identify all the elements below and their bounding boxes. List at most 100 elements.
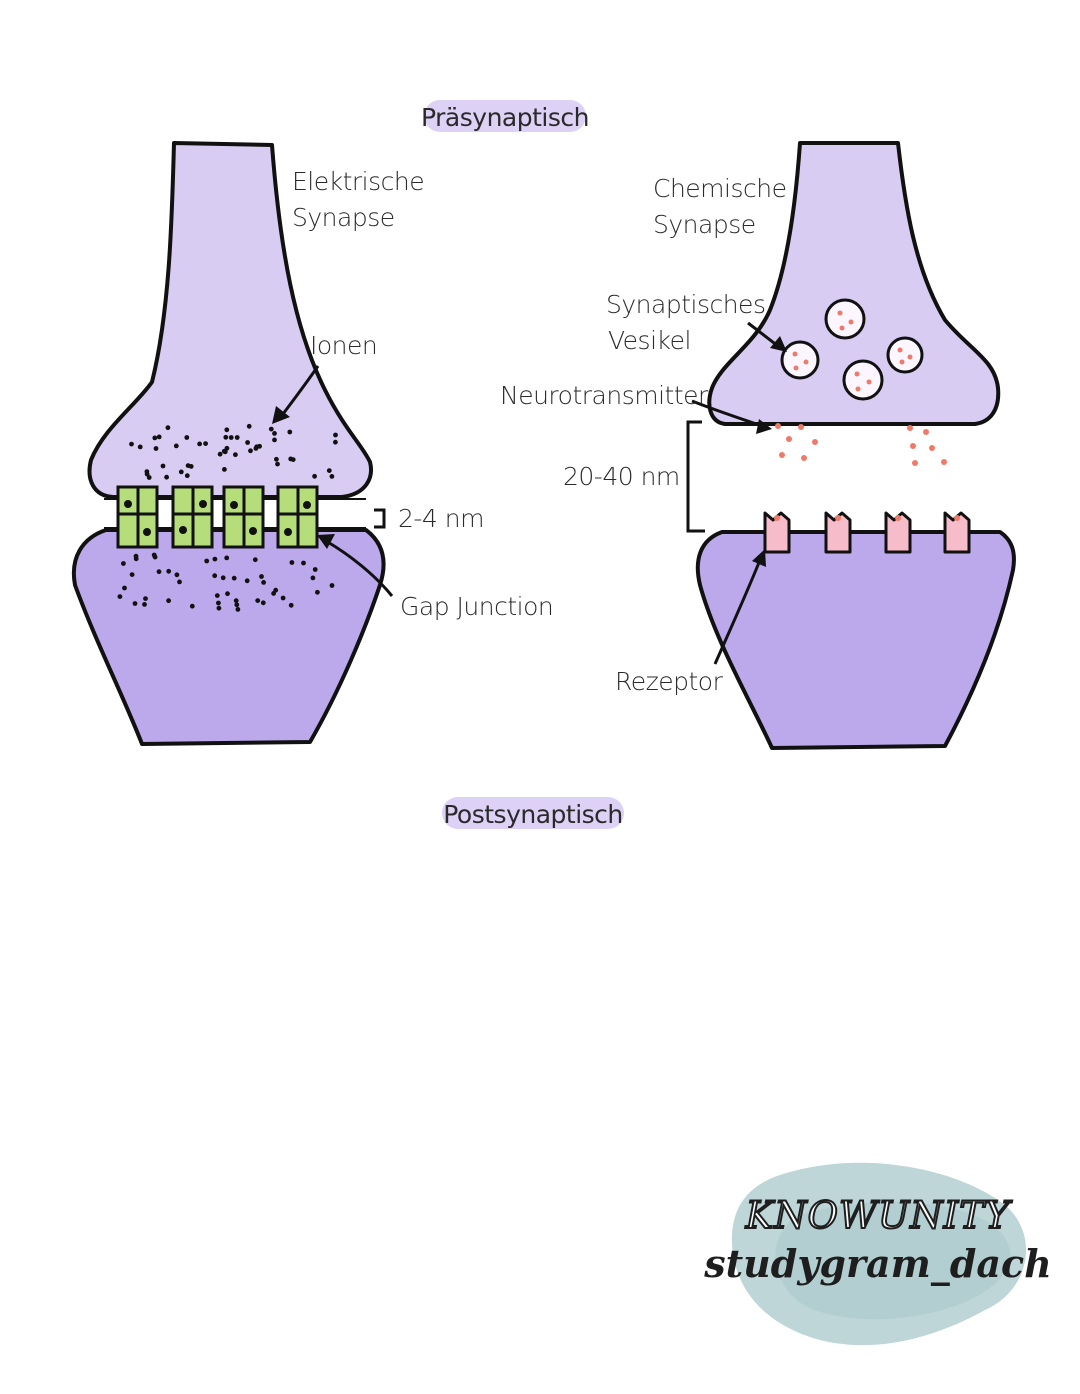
ion-dot <box>129 441 134 447</box>
ion-dot <box>177 579 182 585</box>
ion-dot <box>166 568 172 574</box>
ion-dot <box>228 435 234 440</box>
ion-dot <box>146 475 152 480</box>
ion-dot <box>329 474 335 479</box>
ion-dot <box>312 473 317 479</box>
gap-junction-channel <box>171 485 214 549</box>
ion-dot <box>212 573 218 579</box>
ion-dot <box>142 602 147 607</box>
ion-dot <box>133 556 139 562</box>
ion-dot <box>204 558 210 564</box>
brand-logo: KNOWUNITY studygram_dach <box>703 1162 1052 1346</box>
ion-dot <box>272 437 277 443</box>
receptor <box>943 511 971 554</box>
receptor-arrow <box>713 559 762 665</box>
ion-dot <box>224 445 230 451</box>
brand-line1: KNOWUNITY <box>745 1194 1013 1237</box>
ion-dot <box>288 602 294 608</box>
ion-dot <box>224 427 230 433</box>
ion-dot <box>274 456 279 462</box>
chemical-synapse: Chemische Synapse Synaptisches Vesikel N… <box>500 141 1016 750</box>
ion-dot <box>248 448 253 454</box>
chemical-postsynaptic-terminal <box>695 530 1016 750</box>
postsynaptic-pill: Postsynaptisch <box>442 797 624 829</box>
ion-dot <box>233 452 238 458</box>
ion-dot <box>257 443 262 449</box>
ion-dot <box>253 446 259 451</box>
ion-dot <box>166 598 172 604</box>
chemical-title-line1: Chemische <box>653 174 786 203</box>
ion-dot <box>160 463 166 469</box>
ion-dot <box>184 435 190 440</box>
ion-dot <box>235 607 241 612</box>
receptor-label: Rezeptor <box>615 667 724 696</box>
receptors <box>763 511 971 554</box>
ion-dot <box>287 429 293 435</box>
presynaptic-label: Präsynaptisch <box>421 103 589 132</box>
ion-dot <box>220 575 226 581</box>
ions-label: Ionen <box>310 331 377 360</box>
ion-dot <box>137 444 143 450</box>
ion-dot <box>280 595 286 601</box>
ion-dot <box>261 580 266 585</box>
synaptic-vesicle <box>780 340 820 380</box>
ion-dot <box>129 572 135 577</box>
ion-dot <box>312 567 318 572</box>
neurotransmitter-arrow <box>691 399 763 428</box>
ion-dot <box>315 589 320 595</box>
ion-dot <box>246 423 252 429</box>
cleft-width-bracket <box>686 420 705 533</box>
synaptic-vesicles <box>780 298 924 401</box>
gap-junction-channel <box>276 485 319 549</box>
brand-line2: studygram_dach <box>703 1241 1052 1286</box>
ion-dot <box>132 601 138 606</box>
synaptic-vesicle <box>842 359 884 401</box>
electrical-title-line1: Elektrische <box>292 167 424 196</box>
ions <box>117 423 338 612</box>
ion-dot <box>234 602 240 608</box>
vesicle-label-line2: Vesikel <box>608 326 691 355</box>
ion-dot <box>310 575 316 581</box>
ion-dot <box>153 446 159 451</box>
vesicle-label-line1: Synaptisches <box>606 290 765 319</box>
ion-dot <box>234 435 240 440</box>
postsynaptic-label: Postsynaptisch <box>443 800 623 829</box>
ion-dot <box>301 560 306 566</box>
ion-dot <box>326 468 332 473</box>
ion-dot <box>117 594 123 599</box>
receptor <box>824 511 852 554</box>
ion-dot <box>288 456 294 462</box>
ion-dot <box>214 593 220 598</box>
ion-dot <box>275 461 280 467</box>
cleft-width-label: 20-40 nm <box>563 462 680 491</box>
ion-dot <box>178 469 184 475</box>
ion-dot <box>173 443 179 449</box>
ion-dot <box>122 585 127 591</box>
ion-dot <box>156 434 162 440</box>
ion-dot <box>231 575 237 581</box>
synaptic-vesicle <box>886 336 924 374</box>
ion-dot <box>197 441 203 447</box>
ion-dot <box>329 583 335 588</box>
released-neurotransmitters <box>775 423 947 466</box>
ion-dot <box>121 561 126 566</box>
gap-junction-channels <box>116 485 319 549</box>
electrical-title-line2: Synapse <box>292 203 395 232</box>
gap-junction-arrow <box>325 539 394 597</box>
ion-dot <box>259 574 264 579</box>
gap-junction-channel <box>222 485 265 549</box>
ion-dot <box>184 473 190 479</box>
ion-dot <box>216 605 222 611</box>
ion-dot <box>189 603 195 609</box>
gap-width-bracket <box>374 508 386 529</box>
ion-dot <box>212 556 218 562</box>
ion-dot <box>252 557 258 563</box>
synaptic-vesicle <box>824 298 866 340</box>
gap-junction-label: Gap Junction <box>400 592 553 621</box>
neurotransmitter-label: Neurotransmitter <box>500 381 709 410</box>
ion-dot <box>164 474 170 480</box>
ion-dot <box>260 600 266 606</box>
ion-dot <box>268 426 274 432</box>
ion-dot <box>143 596 148 601</box>
